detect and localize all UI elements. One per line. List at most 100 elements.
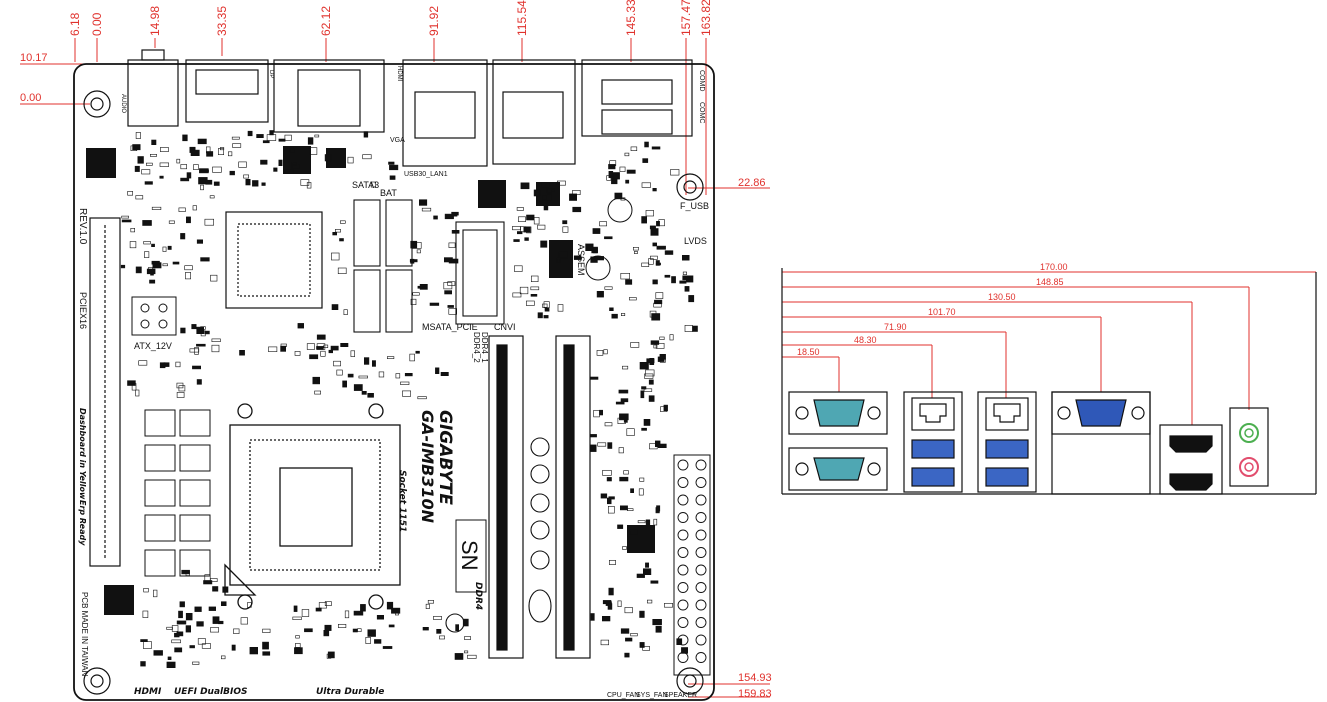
smd-component (386, 601, 394, 610)
smd-component (599, 409, 604, 416)
smd-component (218, 620, 224, 625)
smd-component (542, 303, 548, 308)
atx-pin (695, 582, 707, 593)
smd-component (323, 344, 329, 349)
smd-component (619, 476, 629, 482)
atx-pin (695, 564, 707, 576)
smd-component (645, 519, 651, 526)
slogan-ultra-durable: Ultra Durable (316, 687, 384, 697)
atx-pin (677, 652, 689, 663)
smd-component (153, 650, 163, 656)
dim-left-0.00: 0.00 (20, 92, 41, 104)
smd-component (211, 344, 220, 353)
smd-component (262, 628, 271, 633)
atx-pin (695, 529, 707, 541)
smd-component (619, 166, 626, 172)
slogan-side-2: Erp Ready (78, 500, 87, 546)
smd-component (612, 172, 620, 180)
smd-component (135, 132, 141, 139)
smd-component (642, 158, 649, 163)
smd-component (367, 392, 374, 398)
smd-component (692, 325, 698, 332)
smd-component (603, 349, 608, 355)
smd-component (679, 280, 687, 284)
mounting-holes (83, 90, 704, 695)
smd-component (180, 164, 188, 170)
smd-component (512, 292, 522, 298)
smd-component (176, 392, 185, 398)
smd-component (363, 357, 370, 365)
smd-component (231, 644, 236, 651)
smd-component (151, 139, 157, 145)
dim-right-159.83: 159.83 (738, 688, 772, 700)
dim-top-145.33: 145.33 (624, 0, 638, 36)
smd-component (176, 631, 184, 637)
smd-component (630, 488, 635, 494)
smd-component (137, 156, 144, 164)
label-speaker: SPEAKER (664, 692, 697, 699)
smd-component (342, 380, 348, 388)
smd-component (593, 247, 598, 253)
smd-component (592, 228, 601, 234)
smd-component (617, 600, 622, 608)
label-atx-12v: ATX_12V (134, 341, 172, 351)
smd-component (316, 334, 326, 340)
smd-component (516, 207, 524, 211)
smd-component (166, 661, 176, 668)
smd-component (314, 134, 320, 138)
smd-component (649, 443, 658, 450)
smd-component (149, 279, 156, 284)
label-f-usb: F_USB (680, 201, 709, 211)
smd-component (132, 144, 141, 151)
smd-component (448, 258, 459, 264)
smd-component (176, 620, 187, 625)
smd-component (448, 308, 457, 315)
smd-component (333, 360, 341, 367)
smd-component (163, 362, 170, 367)
smd-component (439, 635, 445, 640)
smd-component (200, 326, 206, 330)
smd-component (620, 398, 629, 403)
smd-component (330, 345, 339, 351)
smd-component (247, 602, 252, 608)
smd-component (682, 275, 691, 281)
smd-component (524, 237, 529, 241)
smd-component (617, 417, 626, 425)
smd-component (412, 292, 420, 296)
smd-component (526, 214, 535, 221)
smd-component (639, 642, 645, 648)
smd-component (289, 148, 295, 153)
smd-component (645, 562, 650, 568)
pcie-slot (89, 217, 121, 567)
smd-component (608, 559, 616, 565)
smd-component (654, 299, 663, 305)
smd-component (192, 205, 197, 211)
smd-component (140, 661, 146, 667)
smd-component (151, 243, 155, 248)
smd-component (645, 210, 654, 217)
smd-component (609, 307, 614, 311)
smd-component (261, 182, 266, 186)
smd-component (186, 216, 191, 224)
smd-component (653, 344, 658, 349)
smd-component (596, 350, 604, 356)
smd-component (196, 326, 204, 335)
dim-io-170.00: 170.00 (1040, 262, 1068, 272)
msata-slot (455, 221, 505, 325)
smd-component (386, 356, 395, 360)
smd-component (664, 602, 673, 608)
smd-component (572, 206, 582, 213)
smd-component (194, 606, 202, 612)
smd-component (630, 146, 638, 151)
atx-pin (677, 459, 689, 471)
smd-component (557, 304, 564, 312)
smd-component (252, 180, 259, 187)
smd-component (300, 179, 310, 186)
smd-component (200, 257, 210, 262)
smd-component (182, 134, 188, 142)
smd-component (180, 233, 186, 240)
smd-component (402, 390, 411, 397)
dim-top-157.47: 157.47 (679, 0, 693, 36)
smd-component (297, 323, 304, 329)
smd-component (543, 315, 549, 319)
